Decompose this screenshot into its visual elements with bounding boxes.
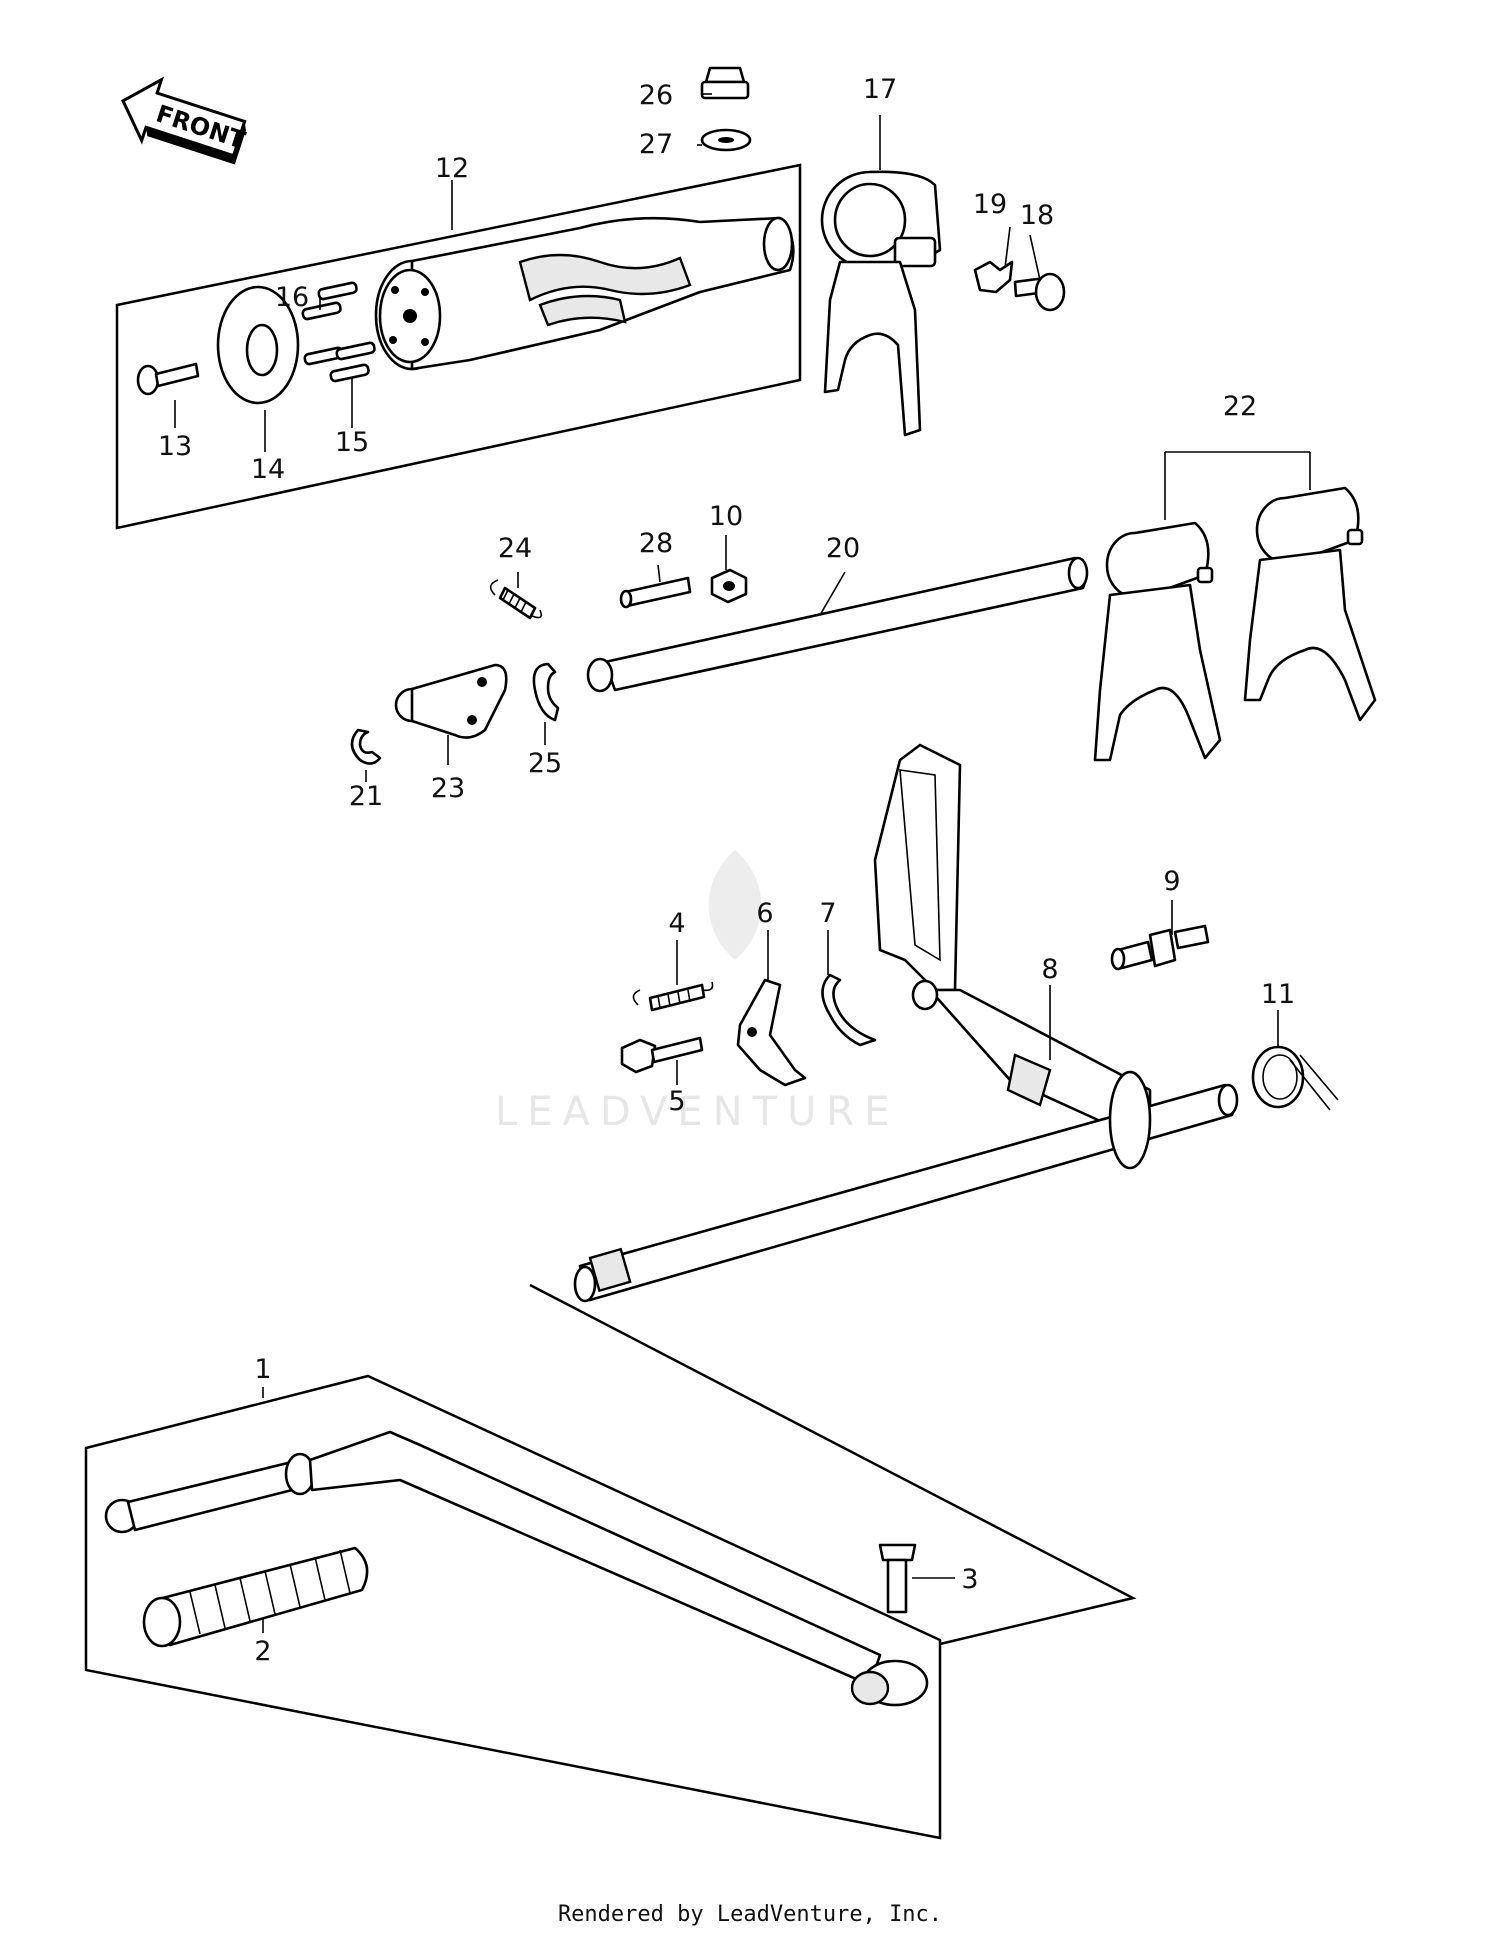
shift-fork-22a	[1093, 521, 1222, 762]
footer-credit: Rendered by LeadVenture, Inc.	[557, 1902, 943, 1927]
circlip-21	[350, 728, 382, 765]
callout-4: 4	[668, 908, 685, 939]
bolt-9	[1110, 924, 1210, 971]
shift-drum	[374, 216, 795, 371]
callout-15: 15	[335, 427, 369, 458]
callout-7: 7	[819, 898, 836, 929]
callout-24: 24	[498, 533, 532, 564]
callout-17: 17	[863, 74, 897, 105]
callout-28: 28	[639, 528, 673, 559]
leader-lines	[174, 93, 1279, 1633]
callout-11: 11	[1261, 979, 1295, 1010]
callout-5: 5	[668, 1086, 685, 1117]
front-arrow: FRONT	[121, 76, 249, 165]
callout-25: 25	[528, 748, 562, 779]
callout-20: 20	[826, 533, 860, 564]
drum-plate	[216, 285, 300, 405]
shift-drum-assembly	[115, 163, 802, 530]
callout-19: 19	[973, 189, 1007, 220]
watermark-text: LEADVENTURE	[495, 1089, 899, 1135]
plate-23	[394, 663, 508, 739]
shift-arm-8	[873, 743, 1152, 1132]
callout-10: 10	[709, 501, 743, 532]
circlip-25	[532, 662, 560, 722]
callout-23: 23	[431, 773, 465, 804]
callout-9: 9	[1163, 866, 1180, 897]
shift-rod-20	[586, 556, 1089, 693]
callout-13: 13	[158, 431, 192, 462]
shift-fork-22b	[1243, 486, 1377, 722]
spring-4	[632, 981, 714, 1012]
pin-28	[619, 576, 692, 609]
shift-shaft	[573, 1070, 1239, 1303]
spring-24	[489, 579, 543, 620]
screw-13	[136, 362, 200, 396]
callout-8: 8	[1041, 954, 1058, 985]
bolt-5	[620, 1036, 704, 1074]
callout-3: 3	[961, 1564, 978, 1595]
washer-27	[700, 128, 752, 152]
leader-22-bracket	[1164, 451, 1311, 520]
nut-10	[710, 568, 748, 604]
bolt-3	[878, 1543, 917, 1614]
drum-pins	[301, 281, 376, 383]
callout-6: 6	[756, 898, 773, 929]
callouts: 12 13 14 15 16 17 18 19 20 21 22 23 24 2…	[158, 74, 1295, 1667]
shift-fork-17	[820, 170, 942, 437]
callout-22: 22	[1223, 391, 1257, 422]
bolt-18	[1013, 272, 1066, 312]
callout-14: 14	[251, 454, 285, 485]
callout-21: 21	[349, 781, 383, 812]
callout-1: 1	[254, 1354, 271, 1385]
spring-7	[821, 973, 877, 1047]
washer-19	[973, 260, 1014, 294]
callout-18: 18	[1020, 200, 1054, 231]
shift-pedal-assembly	[84, 1283, 1137, 1840]
callout-16: 16	[275, 282, 309, 313]
callout-12: 12	[435, 153, 469, 184]
spring-11	[1251, 1045, 1339, 1111]
shift-pedal	[104, 1430, 929, 1707]
bolt-26	[700, 66, 750, 100]
watermark: LEADVENTURE	[495, 850, 899, 1135]
callout-27: 27	[639, 129, 673, 160]
callout-2: 2	[254, 1636, 271, 1667]
pedal-rubber	[142, 1546, 369, 1648]
callout-26: 26	[639, 80, 673, 111]
plate-6	[736, 978, 807, 1087]
